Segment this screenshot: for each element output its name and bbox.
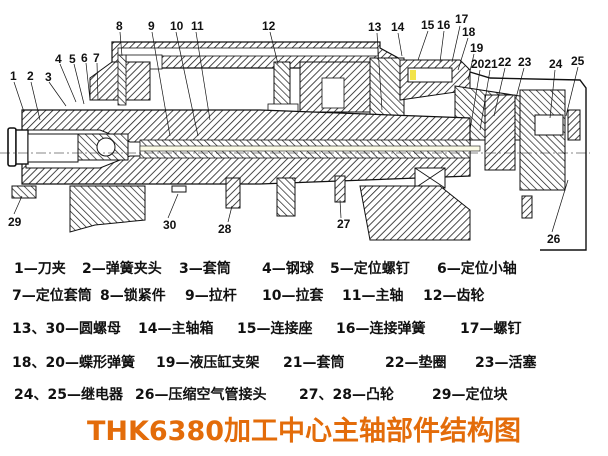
legend-item: 24、25—继电器 [14, 387, 123, 403]
callout-13: 13 [368, 20, 382, 34]
spindle-housing [89, 41, 405, 119]
callout-4: 4 [55, 52, 62, 66]
legend-item: 18、20—蝶形弹簧 [12, 355, 135, 371]
legend-item: 3—套筒 [179, 261, 231, 277]
legend-item: 14—主轴箱 [138, 321, 214, 337]
legend-item: 10—拉套 [262, 288, 324, 304]
callout-20-21: 2021 [471, 57, 498, 71]
legend-item: 6—定位小轴 [437, 261, 517, 277]
legend-item: 8—锁紧件 [100, 288, 166, 304]
spindle-cross-section-drawing [0, 25, 590, 251]
legend-item: 22—垫圈 [385, 355, 447, 371]
legend-item: 17—螺钉 [460, 321, 522, 337]
legend-item: 16—连接弹簧 [336, 321, 426, 337]
callout-15: 15 [421, 18, 435, 32]
callout-14: 14 [391, 20, 405, 34]
main-spindle [0, 109, 590, 189]
legend-item: 19—液压缸支架 [156, 355, 260, 371]
legend-row-1: 1—刀夹 2—弹簧夹头 3—套筒 4—钢球 5—定位螺钉 6—定位小轴 [0, 260, 608, 286]
callout-2: 2 [27, 69, 34, 83]
callout-10: 10 [170, 19, 184, 33]
hydraulic-cylinder [399, 59, 587, 251]
legend-item: 15—连接座 [237, 321, 313, 337]
legend-row-2: 7—定位套筒 8—锁紧件 9—拉杆 10—拉套 11—主轴 12—齿轮 [0, 287, 608, 313]
callout-16: 16 [437, 18, 451, 32]
figure-title: THK6380加工中心主轴部件结构图 [86, 416, 522, 447]
callout-17: 17 [455, 12, 469, 26]
callout-22: 22 [498, 55, 512, 69]
callout-29: 29 [8, 215, 22, 229]
callout-12: 12 [262, 19, 276, 33]
legend-row-3: 13、30—圆螺母 14—主轴箱 15—连接座 16—连接弹簧 17—螺钉 [0, 320, 608, 346]
legend-item: 21—套筒 [283, 355, 345, 371]
callout-27: 27 [337, 217, 351, 231]
callout-30: 30 [163, 218, 177, 232]
callout-19: 19 [470, 41, 484, 55]
legend-item: 23—活塞 [475, 355, 537, 371]
callout-8: 8 [116, 19, 123, 33]
callout-24: 24 [549, 57, 563, 71]
legend-item: 27、28—凸轮 [299, 387, 394, 403]
callout-25: 25 [571, 54, 585, 68]
callout-9: 9 [148, 19, 155, 33]
callout-7: 7 [93, 51, 100, 65]
callout-23: 23 [518, 55, 532, 69]
legend-item: 1—刀夹 [14, 261, 66, 277]
lower-housing [11, 175, 471, 241]
legend-item: 26—压缩空气管接头 [135, 387, 267, 403]
callout-26: 26 [547, 232, 561, 246]
callout-3: 3 [45, 70, 52, 84]
legend-item: 7—定位套筒 [12, 288, 92, 304]
legend-item: 11—主轴 [342, 288, 404, 304]
legend-item: 2—弹簧夹头 [82, 261, 162, 277]
legend-row-5: 24、25—继电器 26—压缩空气管接头 27、28—凸轮 29—定位块 [0, 386, 608, 412]
callout-5: 5 [69, 52, 76, 66]
legend-row-4: 18、20—蝶形弹簧 19—液压缸支架 21—套筒 22—垫圈 23—活塞 [0, 354, 608, 380]
legend-item: 12—齿轮 [423, 288, 485, 304]
legend-item: 4—钢球 [262, 261, 314, 277]
leader-lines [13, 25, 579, 233]
legend-item: 13、30—圆螺母 [12, 321, 121, 337]
legend-item: 5—定位螺钉 [330, 261, 410, 277]
callout-18: 18 [462, 25, 476, 39]
callout-1: 1 [10, 69, 17, 83]
callout-28: 28 [218, 222, 232, 236]
legend-item: 9—拉杆 [185, 288, 237, 304]
legend-item: 29—定位块 [432, 387, 508, 403]
callout-6: 6 [81, 51, 88, 65]
callout-11: 11 [191, 19, 204, 33]
